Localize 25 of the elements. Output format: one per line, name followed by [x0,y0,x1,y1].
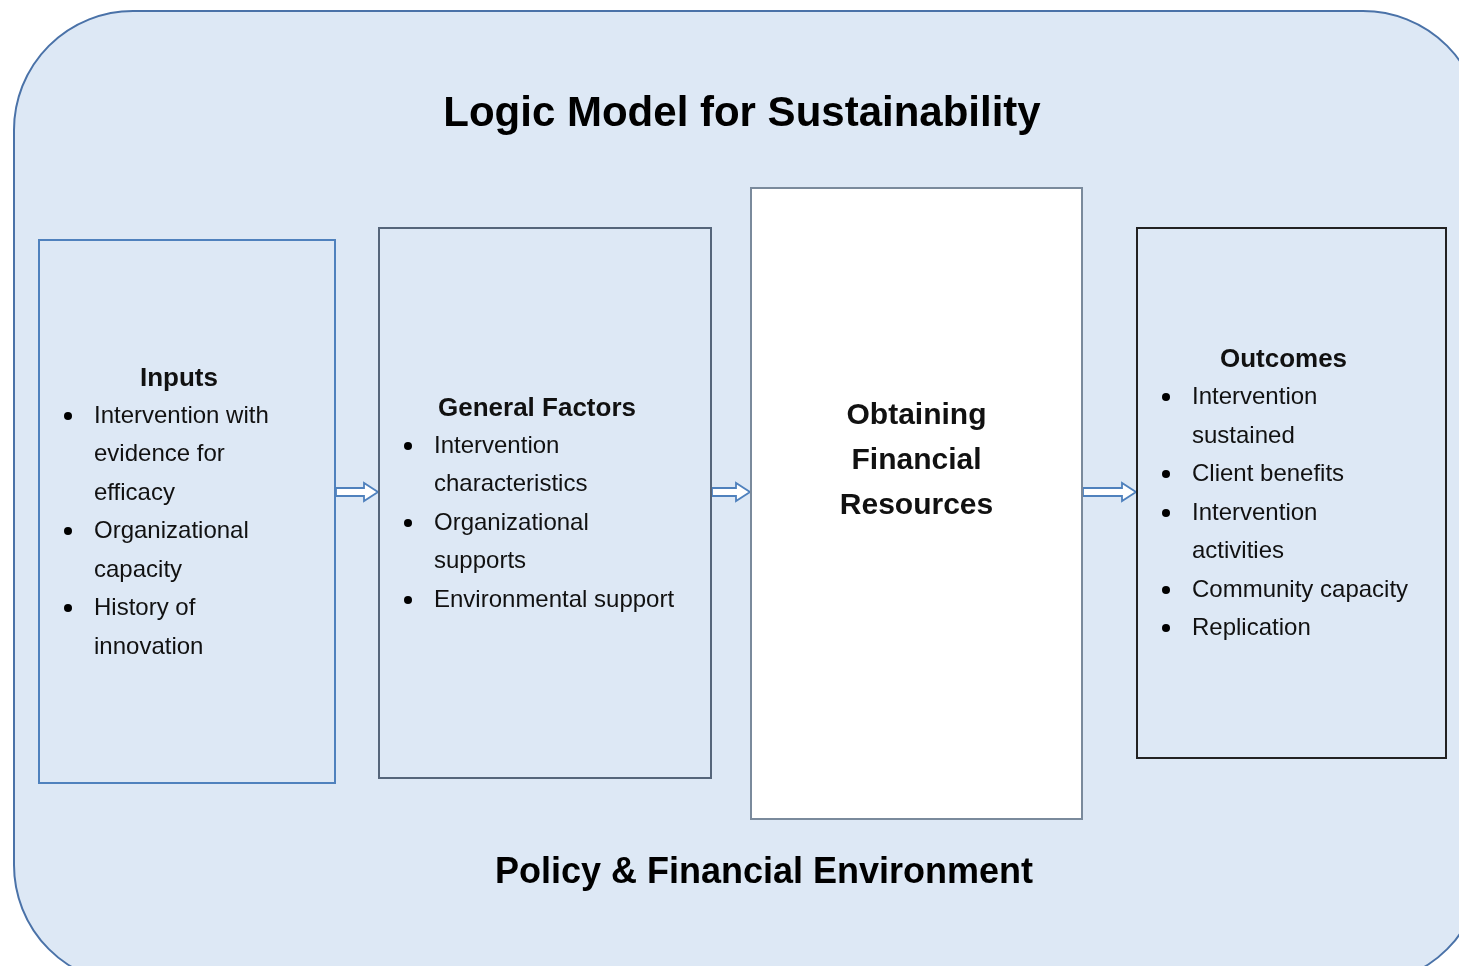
bullet-text: Organizational capacity [94,516,249,582]
box-title: Obtaining Financial Resources [838,396,995,522]
bullet-text: Intervention with evidence for efficacy [94,400,269,505]
box-heading: General Factors [437,390,637,424]
bullet-text: Intervention sustained [1192,382,1318,448]
process-box [1136,227,1447,759]
bullet-text: Community capacity [1192,574,1409,602]
process-box [378,227,712,779]
environment-panel [13,10,1459,966]
bullet-text: Client benefits [1192,459,1345,487]
block-arrow [711,481,752,503]
bullet-text: History of innovation [94,593,204,659]
bullet-text: Intervention characteristics [434,430,588,497]
environment-label: Policy & Financial Environment [494,850,1034,892]
box-heading: Inputs [139,360,219,394]
process-box [750,187,1083,820]
bullet-text: Intervention activities [1192,497,1318,564]
process-box [38,239,336,784]
bullet-text: Organizational supports [434,507,589,574]
block-arrow [335,481,380,503]
block-arrow [1082,481,1138,503]
bullet-text: Replication [1192,613,1311,641]
bullet-text: Environmental support [434,584,675,612]
panel-heading: Logic Model for Sustainability [443,88,1041,136]
box-heading: Outcomes [1218,342,1349,376]
